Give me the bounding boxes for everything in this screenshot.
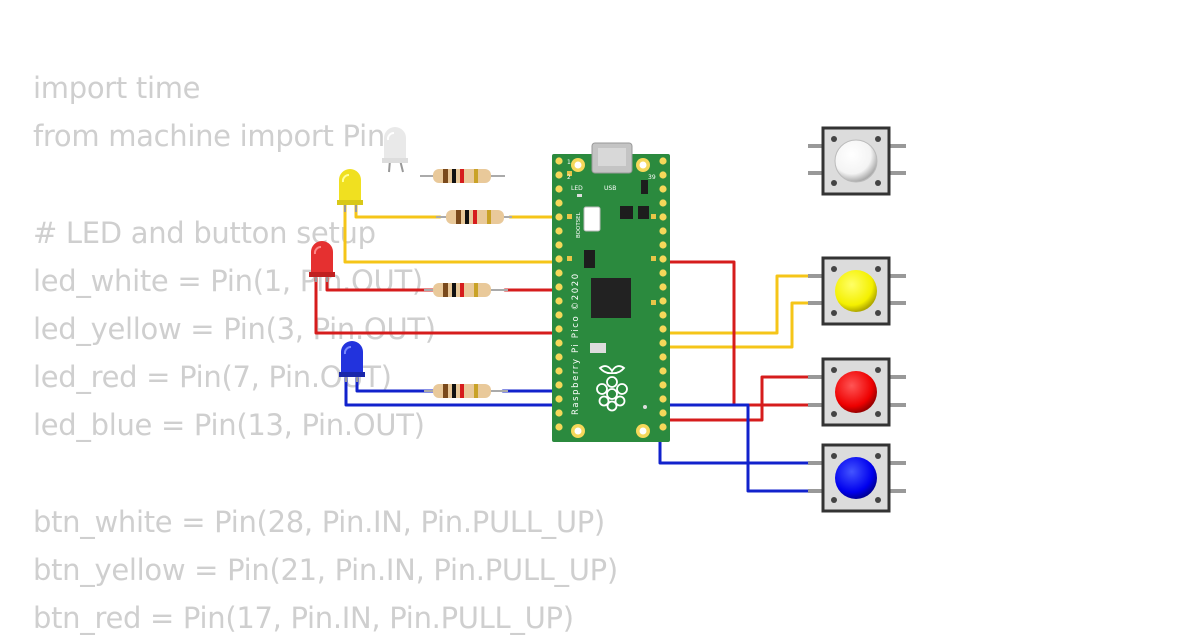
wire-yellow-button-b[interactable]: [661, 301, 827, 349]
wire-blue-button-a[interactable]: [661, 403, 827, 493]
code-line: import time: [33, 71, 201, 105]
wire-yellow-led-gnd[interactable]: [343, 203, 560, 264]
wire-red-button-b[interactable]: [661, 375, 827, 422]
led-label: LED: [571, 185, 583, 192]
led-blue[interactable]: [339, 341, 365, 382]
code-editor: import time from machine import Pin # LED …: [33, 64, 618, 642]
code-line: led_yellow = Pin(3, Pin.OUT): [33, 311, 436, 346]
bootsel-button[interactable]: [583, 206, 601, 232]
code-line: led_white = Pin(1, Pin.OUT): [33, 263, 423, 298]
code-line: led_red = Pin(7, Pin.OUT): [33, 360, 392, 395]
pin-header-left: [555, 157, 563, 431]
button-blue[interactable]: [808, 443, 906, 513]
pin-header-right: [659, 157, 667, 431]
resistor[interactable]: [424, 283, 508, 297]
usb-label: USB: [604, 185, 616, 192]
wire-blue-led-resistor[interactable]: [355, 376, 435, 393]
wire-blue-button-b[interactable]: [658, 431, 827, 465]
code-line: led_blue = Pin(13, Pin.OUT): [33, 408, 425, 443]
pin2-label: 2: [567, 174, 571, 181]
bootsel-label: BOOTSEL: [576, 211, 582, 238]
wire-red-button-a[interactable]: [661, 260, 827, 407]
wire-red-led-gnd[interactable]: [314, 276, 560, 335]
code-line: btn_white = Pin(28, Pin.IN, Pin.PULL_UP): [33, 504, 605, 539]
code-line: from machine import Pin: [33, 119, 385, 154]
board-model-label: Raspberry Pi Pico ©2020: [571, 272, 581, 415]
button-red[interactable]: [808, 357, 906, 427]
pin1-label: 1: [567, 159, 571, 166]
rp2040-chip: [591, 278, 631, 318]
code-line: btn_yellow = Pin(21, Pin.IN, Pin.PULL_UP…: [33, 552, 618, 587]
button-white[interactable]: [808, 126, 906, 196]
wire-red-led-resistor[interactable]: [325, 276, 438, 292]
wire-yellow-button-a[interactable]: [661, 274, 827, 335]
led-red[interactable]: [309, 241, 335, 282]
pico-board[interactable]: 1 2 39 LED USB BOOTSEL Raspberry Pi Pico…: [552, 142, 670, 442]
code-line: # LED and button setup: [33, 215, 376, 250]
resistor[interactable]: [424, 384, 508, 398]
led-yellow[interactable]: [337, 169, 363, 212]
resistor[interactable]: [420, 169, 505, 183]
wire-blue-led-gnd[interactable]: [344, 376, 560, 407]
pin39-label: 39: [648, 174, 656, 181]
resistor[interactable]: [436, 210, 512, 224]
led-white[interactable]: [382, 127, 408, 173]
code-line: btn_red = Pin(17, Pin.IN, Pin.PULL_UP): [33, 601, 574, 636]
raspberry-pi-logo: [596, 365, 628, 412]
button-yellow[interactable]: [808, 256, 906, 326]
wire-yellow-led-resistor[interactable]: [354, 203, 442, 219]
resistors: [420, 169, 512, 398]
